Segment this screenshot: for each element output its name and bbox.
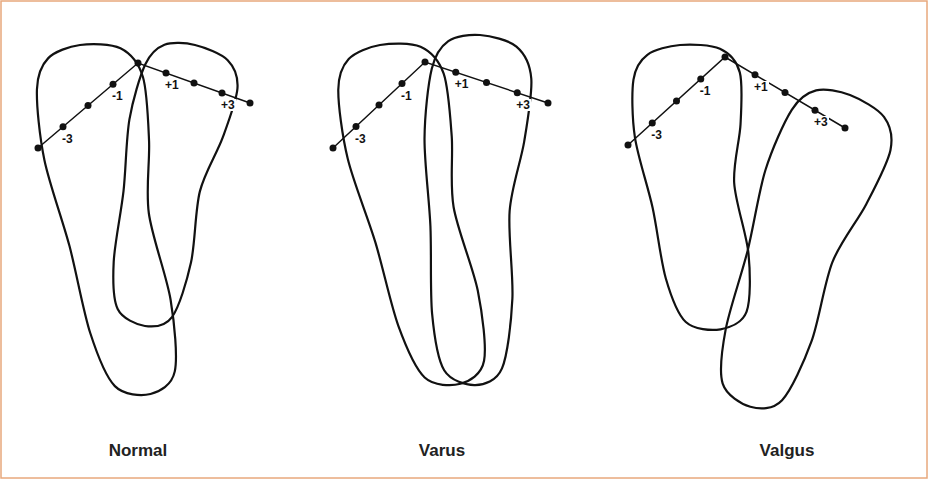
scale-mark: -1 xyxy=(111,90,124,102)
measurement-dot xyxy=(752,71,759,78)
measurement-dot xyxy=(60,123,67,130)
foot-panel xyxy=(330,35,552,385)
measurement-dot xyxy=(514,89,521,96)
foot-panel xyxy=(625,45,892,409)
scale-mark: -3 xyxy=(61,133,74,145)
scale-mark: -3 xyxy=(354,133,367,145)
measurement-dot xyxy=(545,100,552,107)
measurement-dot xyxy=(483,79,490,86)
panel-caption: Normal xyxy=(109,442,168,459)
foot-outline xyxy=(425,35,532,385)
measurement-dot xyxy=(782,89,789,96)
panel-caption: Varus xyxy=(419,442,465,459)
scale-mark: +1 xyxy=(753,81,769,93)
measurement-dot xyxy=(722,54,729,61)
measurement-dot xyxy=(330,145,337,152)
scale-mark: -1 xyxy=(699,85,712,97)
scale-mark: +3 xyxy=(813,116,829,128)
measurement-dot xyxy=(85,102,92,109)
foot-outline xyxy=(338,44,485,386)
measurement-dot xyxy=(812,107,819,114)
measurement-dot xyxy=(191,80,198,87)
measurement-dot xyxy=(422,59,429,66)
measurement-dot xyxy=(399,80,406,87)
measurement-dot xyxy=(673,98,680,105)
measurement-dot xyxy=(247,100,254,107)
foot-outline xyxy=(113,43,237,326)
scale-mark: +3 xyxy=(220,99,236,111)
measurement-dot xyxy=(625,142,632,149)
foot-panel xyxy=(35,43,254,395)
measurement-dot xyxy=(649,120,656,127)
scale-mark: +3 xyxy=(515,99,531,111)
foot-outline xyxy=(721,90,891,409)
measurement-dot xyxy=(376,102,383,109)
measurement-line xyxy=(38,63,250,148)
measurement-dot xyxy=(353,123,360,130)
measurement-dot xyxy=(163,70,170,77)
measurement-dot xyxy=(135,60,142,67)
measurement-dot xyxy=(697,76,704,83)
measurement-dot xyxy=(452,69,459,76)
foot-outline xyxy=(37,44,176,395)
scale-mark: +1 xyxy=(454,78,470,90)
measurement-dot xyxy=(842,125,849,132)
measurement-line xyxy=(628,57,845,145)
scale-mark: -3 xyxy=(650,129,663,141)
measurement-line xyxy=(333,62,548,148)
scale-mark: -1 xyxy=(400,90,413,102)
measurement-dot xyxy=(35,145,42,152)
measurement-dot xyxy=(219,90,226,97)
measurement-dot xyxy=(110,81,117,88)
panel-caption: Valgus xyxy=(760,442,815,459)
scale-mark: +1 xyxy=(164,79,180,91)
